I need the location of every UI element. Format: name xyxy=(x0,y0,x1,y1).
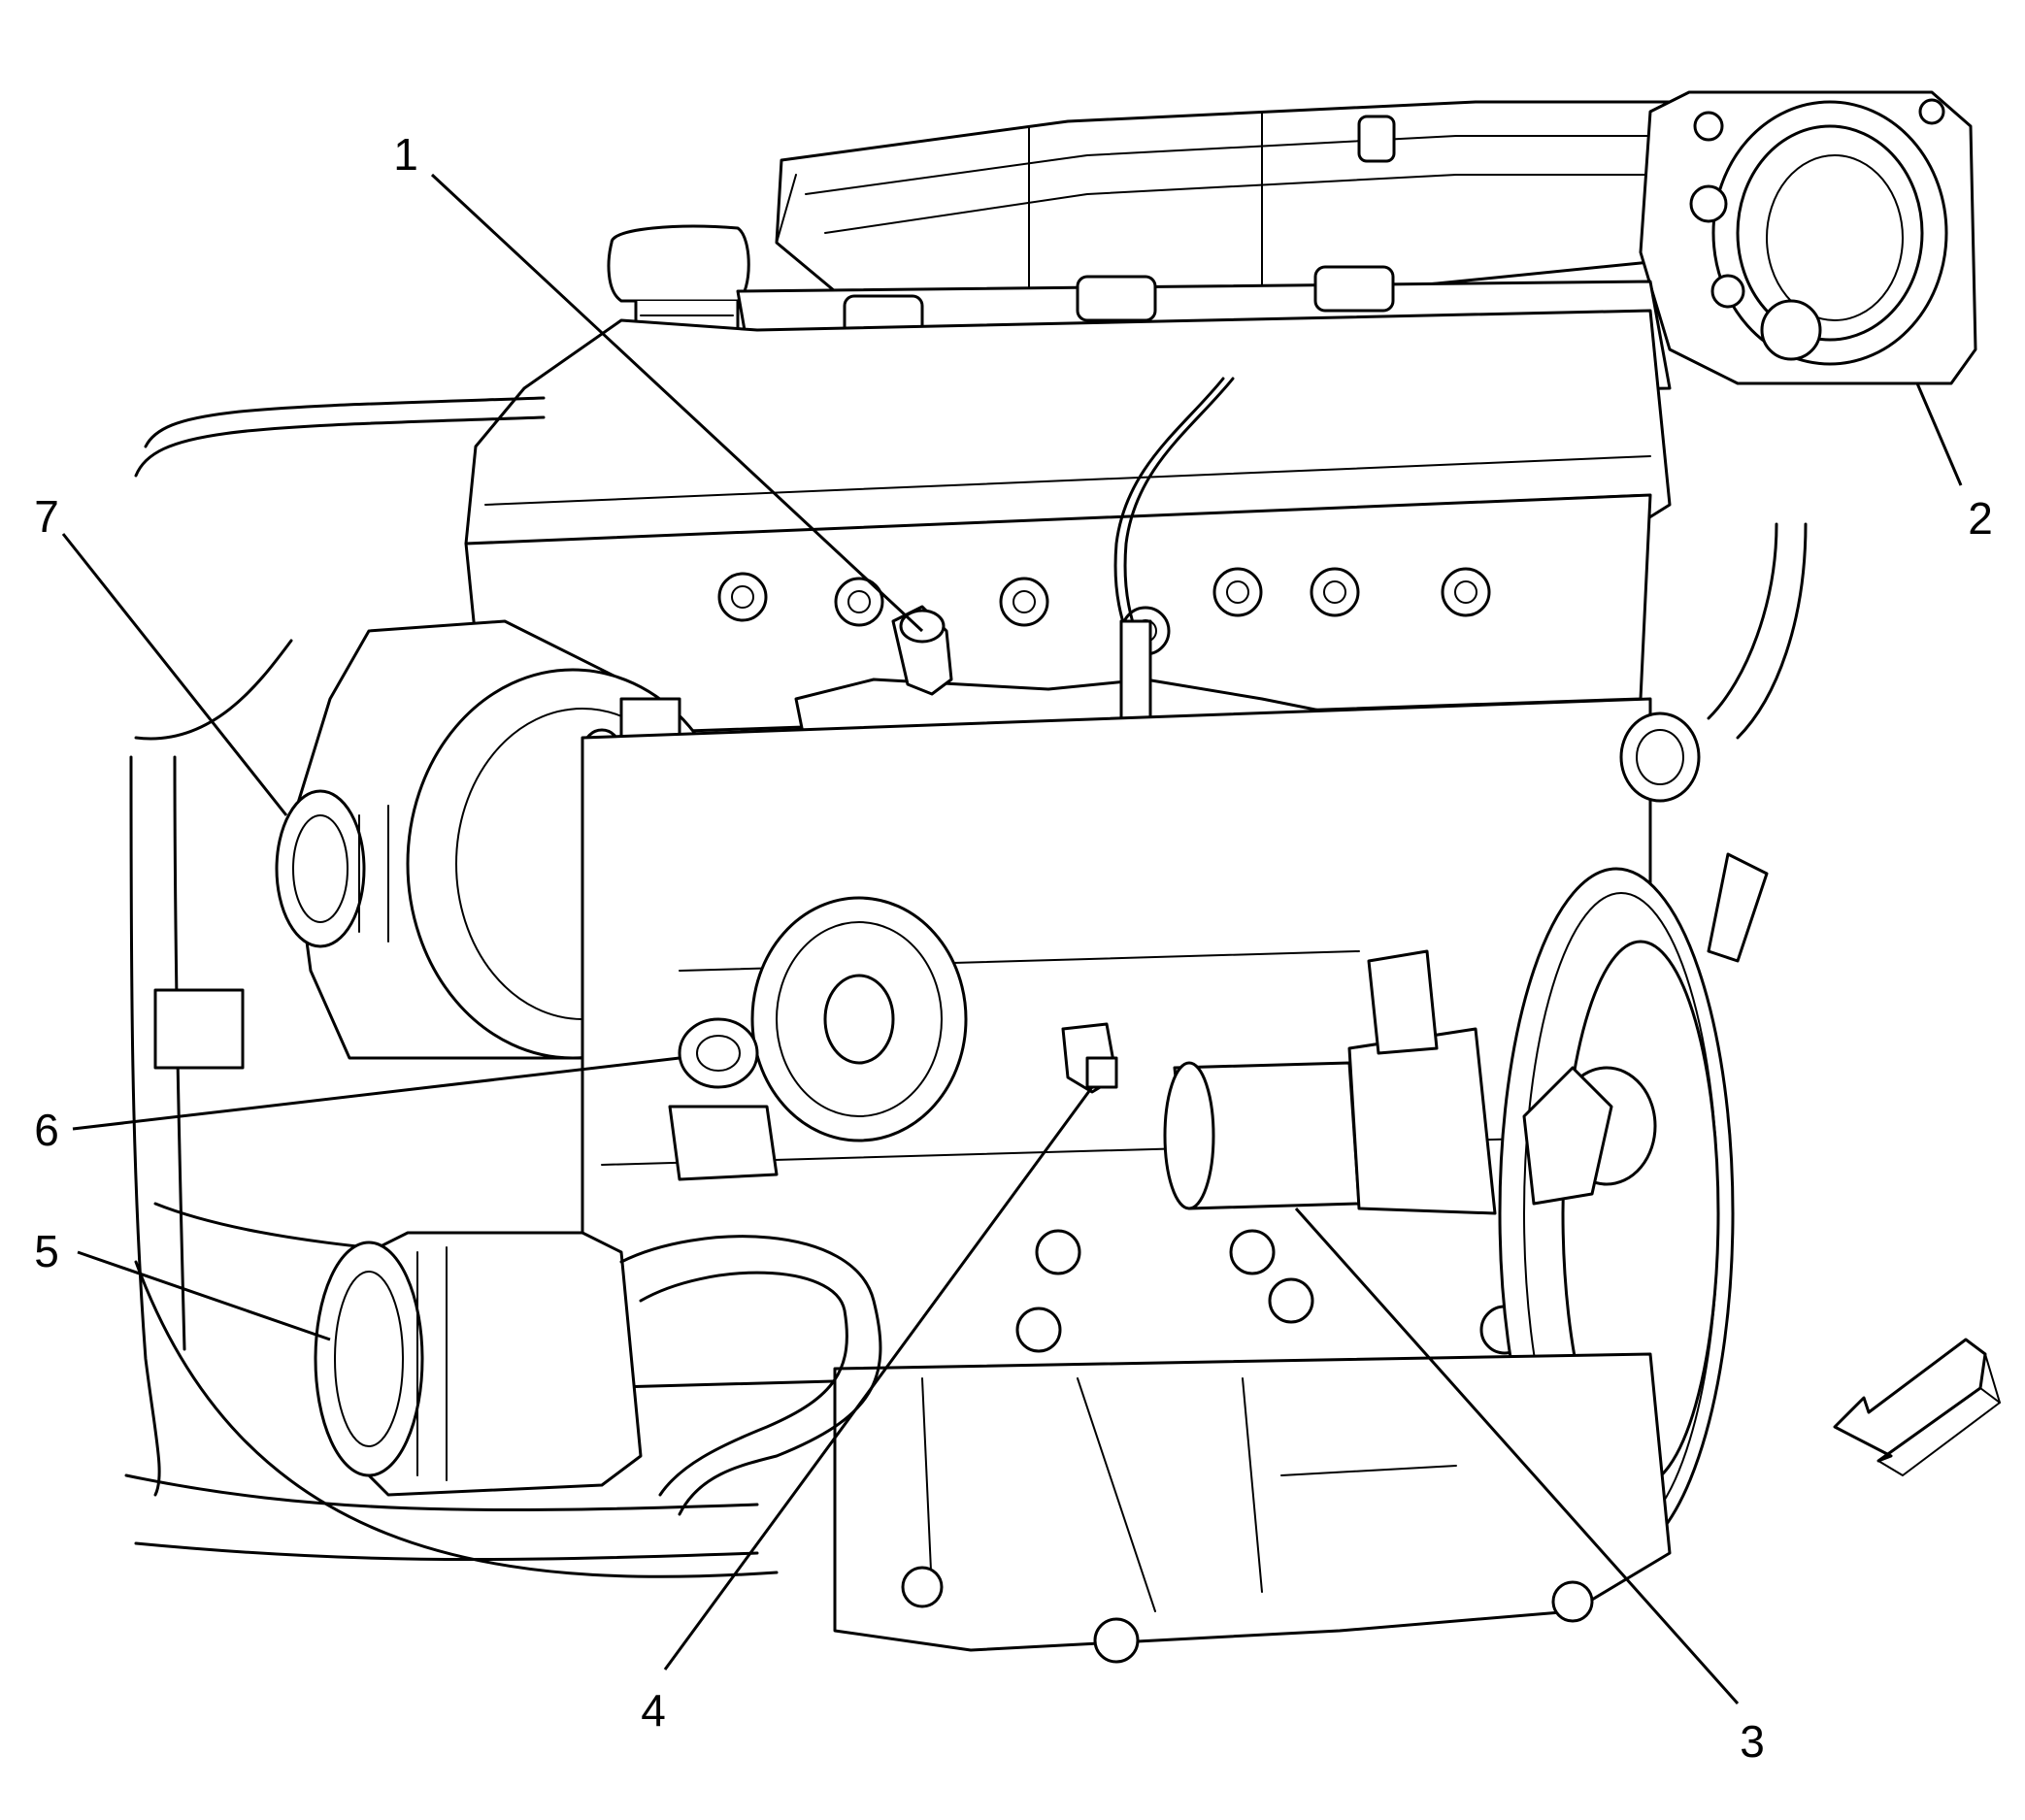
callout-6: 6 xyxy=(34,1105,59,1155)
camshaft-position-sensor xyxy=(891,605,953,696)
starter-motor xyxy=(1163,949,1497,1215)
leader-7 xyxy=(61,533,288,816)
ac-hose xyxy=(619,1235,882,1516)
throttle-body xyxy=(1639,90,1977,385)
oil-pan xyxy=(833,1352,1672,1664)
oil-filler-cap xyxy=(607,224,750,337)
leader-1 xyxy=(430,173,924,633)
cylinder-head xyxy=(464,493,1652,740)
oil-pressure-sensor xyxy=(668,1017,779,1181)
ac-compressor xyxy=(314,1231,643,1497)
oil-filter xyxy=(750,896,968,1142)
arrow-icon xyxy=(1833,1338,2001,1476)
coolant-outlet xyxy=(1619,522,1808,803)
callout-4: 4 xyxy=(641,1685,666,1736)
leader-4 xyxy=(663,1086,1094,1671)
leader-lines xyxy=(61,173,1963,1704)
callout-2: 2 xyxy=(1968,493,1993,544)
leader-3 xyxy=(1294,1208,1740,1704)
hoses xyxy=(124,396,779,1578)
flywheel xyxy=(1498,852,1769,1560)
callout-3: 3 xyxy=(1740,1716,1765,1767)
callout-1: 1 xyxy=(393,129,418,180)
leader-6 xyxy=(72,1056,681,1131)
leader-5 xyxy=(77,1250,331,1341)
callout-7: 7 xyxy=(34,491,59,542)
callout-5: 5 xyxy=(34,1226,59,1276)
intake-manifold xyxy=(775,100,1691,303)
knock-sensor xyxy=(1061,1022,1118,1094)
callout-labels: 1 2 3 4 5 6 7 xyxy=(34,129,1993,1767)
leader-2 xyxy=(1915,382,1963,486)
